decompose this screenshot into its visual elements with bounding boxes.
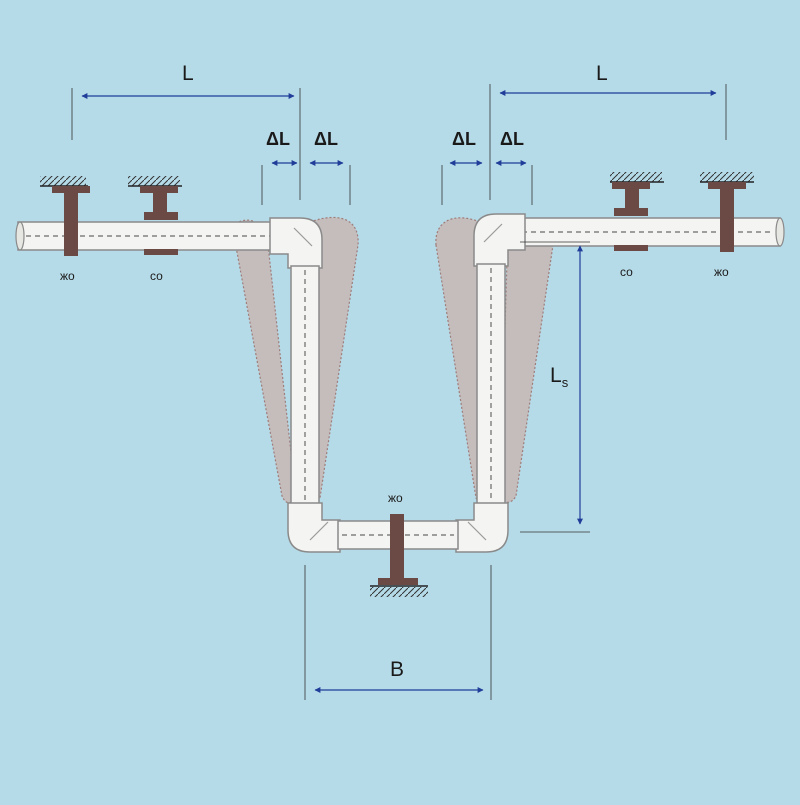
delta-left-outer-label: ΔL <box>266 129 290 149</box>
fixed-support-left <box>40 176 90 256</box>
deflection-zone-left-outer <box>231 219 297 504</box>
fixed-support-right <box>700 172 754 252</box>
dimension-arrows <box>81 90 717 693</box>
pipe-left-horizontal <box>15 221 281 251</box>
leg-length-label: Ls <box>550 364 569 390</box>
elbow-left-top <box>269 217 323 269</box>
fixed-support-bottom-label: жо <box>388 491 403 505</box>
sliding-support-right-label: со <box>620 265 633 279</box>
elbow-left-bottom <box>287 502 341 553</box>
elbow-right-top <box>473 213 526 267</box>
sliding-support-left <box>128 176 182 255</box>
length-right-label: L <box>596 62 608 85</box>
sliding-support-left-label: со <box>150 269 163 283</box>
pipe-left-vertical <box>290 265 320 507</box>
leg-length-main: L <box>550 364 562 387</box>
elbow-right-bottom <box>455 502 509 553</box>
delta-right-inner-label: ΔL <box>452 129 476 149</box>
leg-length-subscript: s <box>562 375 569 390</box>
fixed-support-bottom <box>370 514 428 597</box>
pipe-right-vertical <box>476 263 506 507</box>
sliding-support-right <box>610 172 664 251</box>
fixed-support-left-label: жо <box>60 269 75 283</box>
dimension-lines <box>71 84 727 700</box>
length-left-label: L <box>182 62 194 85</box>
loop-width-label: B <box>390 658 404 681</box>
delta-right-outer-label: ΔL <box>500 129 524 149</box>
fixed-support-right-label: жо <box>714 265 729 279</box>
delta-left-inner-label: ΔL <box>314 129 338 149</box>
